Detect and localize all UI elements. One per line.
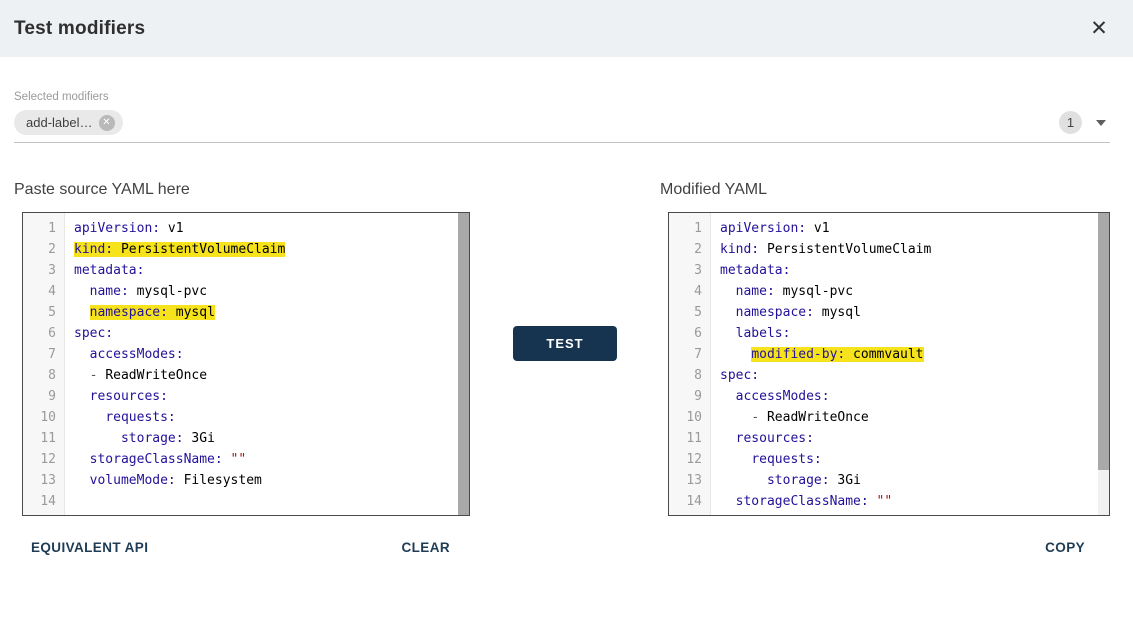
line-number: 12 xyxy=(686,452,702,467)
selected-modifiers-label: Selected modifiers xyxy=(14,91,109,103)
code-line: 6 labels: xyxy=(669,323,1109,344)
line-number: 10 xyxy=(40,410,56,425)
code-line: 2 kind: PersistentVolumeClaim xyxy=(23,239,469,260)
modifier-chip-label: add-label… xyxy=(26,115,93,130)
source-panel-title: Paste source YAML here xyxy=(14,181,190,198)
clear-button[interactable]: CLEAR xyxy=(401,540,450,555)
footer-left-group: EQUIVALENT API CLEAR xyxy=(14,540,470,555)
line-number: 5 xyxy=(48,305,56,320)
line-number: 1 xyxy=(48,221,56,236)
editor-scrollbar[interactable] xyxy=(1098,213,1109,515)
line-number: 2 xyxy=(48,242,56,257)
line-number: 11 xyxy=(686,431,702,446)
footer-right-group: COPY xyxy=(660,540,1110,555)
highlighted-text: kind: PersistentVolumeClaim xyxy=(74,242,286,257)
modified-panel-title: Modified YAML xyxy=(660,181,768,198)
line-number: 7 xyxy=(694,347,702,362)
code-line: 12 requests: xyxy=(669,449,1109,470)
line-number: 7 xyxy=(48,347,56,362)
code-line: 9 accessModes: xyxy=(669,386,1109,407)
modifier-select-section: Selected modifiers add-label… ✕ 1 xyxy=(0,57,1133,143)
line-number: 5 xyxy=(694,305,702,320)
code-line: 11 resources: xyxy=(669,428,1109,449)
line-number: 4 xyxy=(48,284,56,299)
code-line: 8 - ReadWriteOnce xyxy=(23,365,469,386)
line-number: 14 xyxy=(686,494,702,509)
code-line: 7 accessModes: xyxy=(23,344,469,365)
line-number: 9 xyxy=(48,389,56,404)
line-number: 4 xyxy=(694,284,702,299)
code-line: 10 - ReadWriteOnce xyxy=(669,407,1109,428)
line-number: 13 xyxy=(686,473,702,488)
line-number: 6 xyxy=(48,326,56,341)
dialog-title: Test modifiers xyxy=(14,17,146,39)
code-line: 14 xyxy=(23,491,469,512)
line-number: 3 xyxy=(48,263,56,278)
scrollbar-thumb[interactable] xyxy=(1098,213,1109,470)
chevron-down-icon[interactable] xyxy=(1096,119,1106,126)
modifier-select-field[interactable]: add-label… ✕ 1 xyxy=(14,110,1110,143)
line-number: 13 xyxy=(40,473,56,488)
close-icon: ✕ xyxy=(1090,17,1108,40)
code-line: 4 name: mysql-pvc xyxy=(669,281,1109,302)
code-line: 4 name: mysql-pvc xyxy=(23,281,469,302)
remove-chip-icon[interactable]: ✕ xyxy=(98,114,115,131)
editor-scrollbar[interactable] xyxy=(458,213,469,515)
dialog-header: Test modifiers ✕ xyxy=(0,0,1133,57)
line-number: 14 xyxy=(40,494,56,509)
scrollbar-thumb[interactable] xyxy=(458,213,469,515)
line-number: 11 xyxy=(40,431,56,446)
line-number: 1 xyxy=(694,221,702,236)
copy-button[interactable]: COPY xyxy=(1045,540,1085,555)
line-number-gutter xyxy=(23,213,65,515)
highlighted-text: namespace: mysql xyxy=(89,305,215,320)
line-number: 6 xyxy=(694,326,702,341)
line-number-gutter xyxy=(669,213,711,515)
selected-count-badge: 1 xyxy=(1059,111,1082,134)
line-number: 2 xyxy=(694,242,702,257)
center-column: TEST xyxy=(470,181,660,516)
code-line: 12 storageClassName: "" xyxy=(23,449,469,470)
line-number: 8 xyxy=(48,368,56,383)
close-button[interactable]: ✕ xyxy=(1085,15,1113,43)
code-line: 14 storageClassName: "" xyxy=(669,491,1109,512)
footer-spacer xyxy=(470,540,660,555)
modifier-chip[interactable]: add-label… ✕ xyxy=(14,110,123,135)
code-line: 7 modified-by: commvault xyxy=(669,344,1109,365)
test-button[interactable]: TEST xyxy=(513,326,617,361)
line-number: 8 xyxy=(694,368,702,383)
line-number: 3 xyxy=(694,263,702,278)
footer-actions: EQUIVALENT API CLEAR COPY xyxy=(14,540,1110,555)
code-line: 9 resources: xyxy=(23,386,469,407)
code-line: 13 volumeMode: Filesystem xyxy=(23,470,469,491)
code-line: 10 requests: xyxy=(23,407,469,428)
code-line: 11 storage: 3Gi xyxy=(23,428,469,449)
line-number: 12 xyxy=(40,452,56,467)
code-line: 5 namespace: mysql xyxy=(23,302,469,323)
highlighted-text: modified-by: commvault xyxy=(751,347,924,362)
line-number: 10 xyxy=(686,410,702,425)
line-number: 9 xyxy=(694,389,702,404)
equivalent-api-button[interactable]: EQUIVALENT API xyxy=(31,540,149,555)
code-line: 13 storage: 3Gi xyxy=(669,470,1109,491)
code-line: 5 namespace: mysql xyxy=(669,302,1109,323)
